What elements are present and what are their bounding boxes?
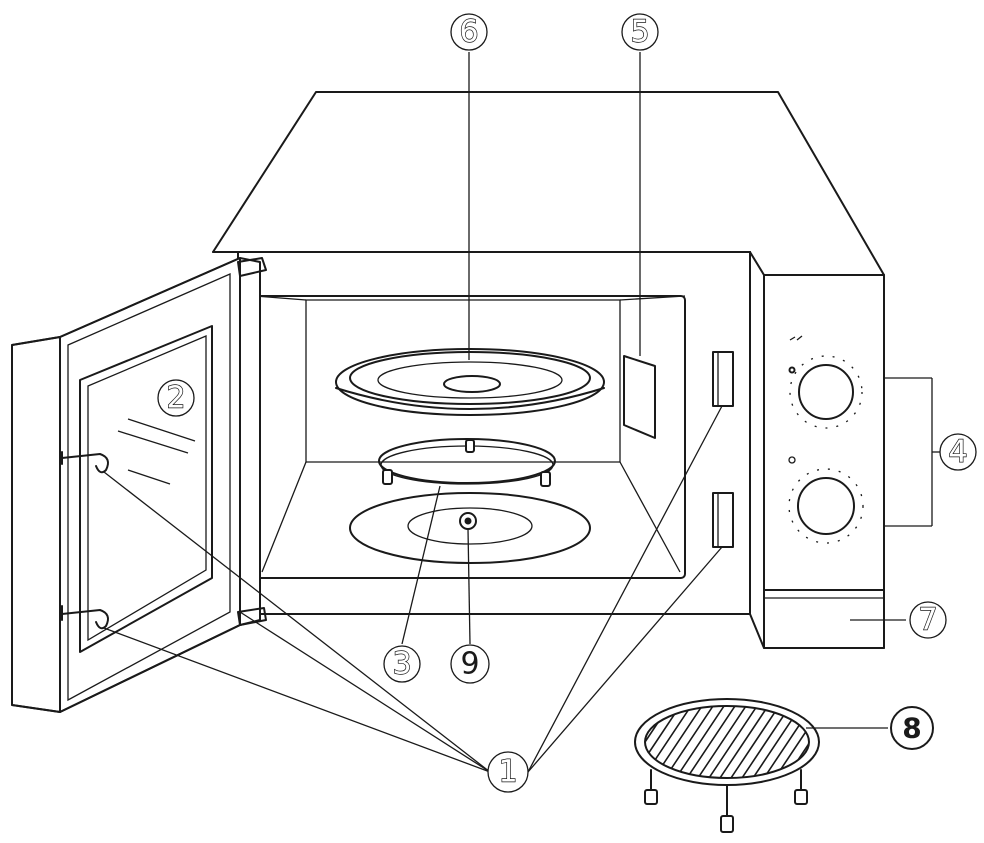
power-knob: [798, 364, 854, 420]
callout-8: 8: [890, 706, 934, 750]
glass-tray: [335, 348, 605, 416]
svg-text:5: 5: [630, 15, 649, 50]
svg-text:7: 7: [918, 603, 937, 638]
control-knobs: [788, 335, 864, 544]
callout-4: 4: [939, 433, 977, 471]
door-latch-holes: [712, 351, 734, 548]
svg-text:4: 4: [948, 435, 967, 470]
callout-6: 6: [450, 13, 488, 51]
svg-text:6: 6: [459, 15, 478, 50]
latch-hole-upper: [712, 351, 734, 407]
microwave-body: [212, 91, 885, 649]
latch-hook-lower: [61, 609, 109, 630]
door-hinge-top: [237, 257, 267, 277]
svg-text:3: 3: [392, 647, 411, 682]
callout-7: 7: [909, 601, 947, 639]
latch-hole-lower: [712, 492, 734, 548]
door-hinge-bottom: [237, 607, 267, 626]
roller-ring: [378, 438, 556, 487]
door-frame: [11, 257, 261, 713]
callout-9: 9: [450, 644, 490, 684]
svg-text:2: 2: [166, 381, 185, 416]
svg-text:1: 1: [498, 755, 517, 790]
timer-knob: [797, 477, 855, 535]
waveguide-cover: [623, 355, 656, 439]
cavity-floor-ring: [349, 492, 591, 564]
callout-5: 5: [621, 13, 659, 51]
oven-cavity: [254, 295, 686, 579]
callout-3: 3: [383, 645, 421, 683]
door: [11, 257, 267, 713]
top-panel: [212, 91, 885, 291]
svg-text:8: 8: [902, 712, 921, 745]
grill-rack: [634, 698, 820, 833]
leader-lines: [103, 52, 940, 773]
svg-text:9: 9: [460, 647, 479, 682]
viewing-window: [79, 325, 213, 653]
control-panel: [763, 274, 885, 649]
callout-1: 1: [487, 751, 529, 793]
callout-labels: 6 5 2 4 7 3 9 8: [157, 13, 977, 793]
latch-hook-upper: [61, 453, 109, 474]
callout-2: 2: [157, 379, 195, 417]
